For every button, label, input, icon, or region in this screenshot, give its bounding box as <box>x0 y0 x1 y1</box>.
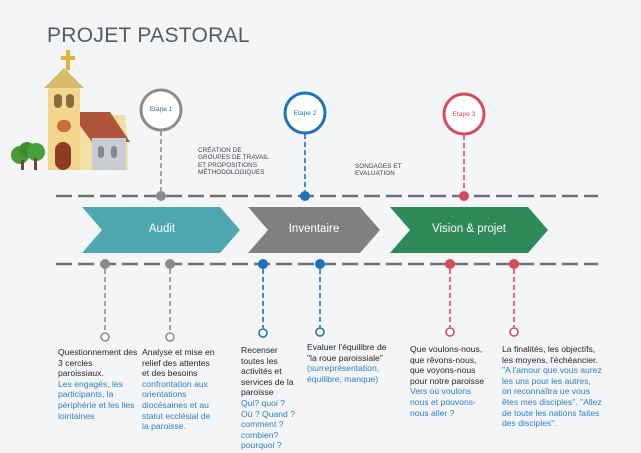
connector-2 <box>165 259 175 342</box>
page-title: PROJET PASTORAL <box>47 24 250 47</box>
column-5-text: Que voulons-nous, que rêvons-nous, que v… <box>410 344 485 418</box>
arrow-inventaire <box>248 207 380 253</box>
step-1-marker <box>139 88 183 201</box>
connector-3 <box>258 259 268 338</box>
step-3-label: Etape 3 <box>452 111 476 118</box>
step-1-label: Etape 1 <box>149 106 173 113</box>
arrow-vision <box>390 207 548 253</box>
column-2-text: Analyse et mise en relief des attentes e… <box>142 347 215 432</box>
column-4-text: Evaluer l'équilibre de "la roue paroissi… <box>307 342 387 384</box>
step-3-marker <box>442 92 486 201</box>
connector-6 <box>509 259 519 337</box>
arrow-vision-label: Vision & projet <box>432 223 506 235</box>
step-2-marker <box>283 91 327 201</box>
arrow-audit <box>82 207 240 253</box>
arrow-audit-label: Audit <box>148 223 176 235</box>
arrow-inventaire-label: Inventaire <box>288 223 340 235</box>
column-1-text: Questionnement des 3 cercles paroissiaux… <box>58 347 138 421</box>
connector-1 <box>100 259 110 342</box>
connector-5 <box>445 259 455 337</box>
column-6-text: La finalités, les objectifs, les moyens,… <box>502 344 602 429</box>
church-illustration <box>11 50 130 170</box>
connector-4 <box>315 259 325 337</box>
annotation-sondages: SONDAGES ET EVALUATION <box>355 163 402 178</box>
column-3-text: Recenser toutes les activités et service… <box>241 345 295 451</box>
annotation-creation: CRÉATION DE GROUPES DE TRAVAIL ET PROPOS… <box>198 147 269 177</box>
step-2-label: Etape 2 <box>293 110 317 117</box>
